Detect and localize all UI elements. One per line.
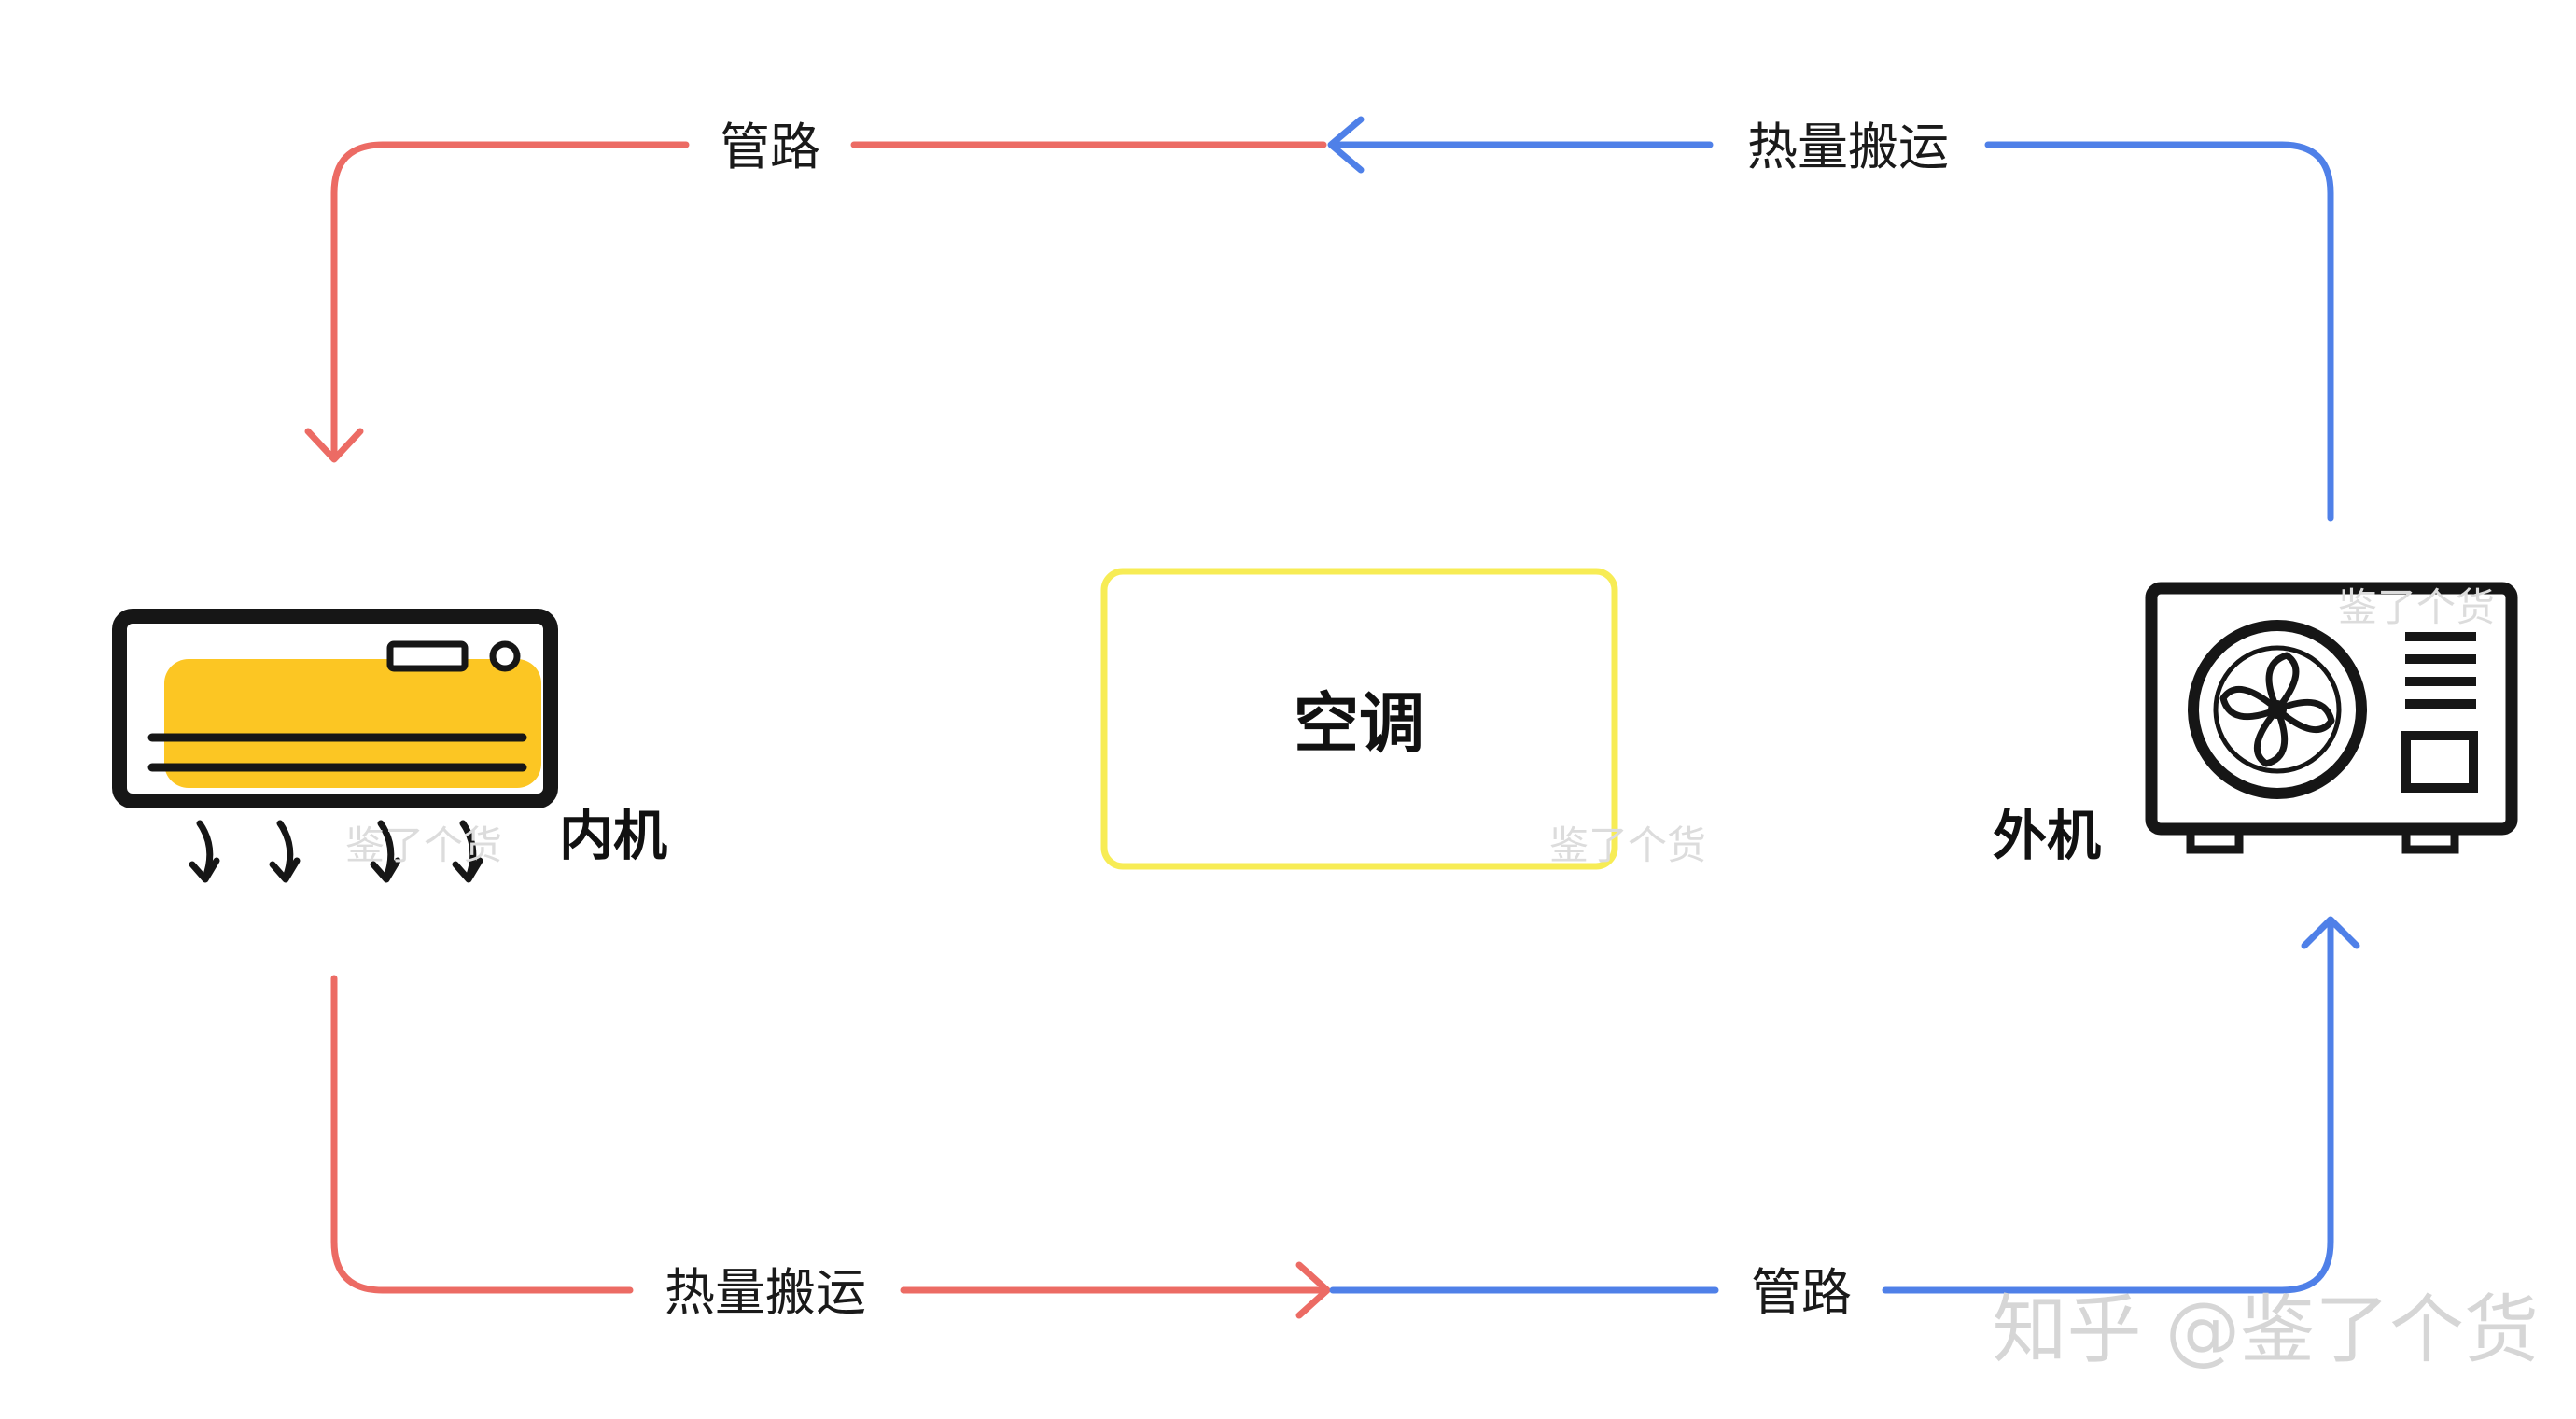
top-left-pipe-line <box>330 141 690 457</box>
top-left-label: 管路 <box>720 118 820 176</box>
center-box <box>1100 568 1618 870</box>
top-left-pipe-arrow <box>304 428 364 463</box>
bottom-right-label: 管路 <box>1751 1263 1852 1322</box>
top-right-pipe-line <box>1984 141 2334 522</box>
stamp-indoor: 鉴了个货 <box>345 822 502 868</box>
stamp-outdoor: 鉴了个货 <box>2338 584 2495 630</box>
stamp-center: 鉴了个货 <box>1549 822 1706 868</box>
center-label: 空调 <box>1294 685 1424 762</box>
bottom-left-label: 热量搬运 <box>665 1263 866 1322</box>
bottom-right-pipe-arrow <box>2301 916 2360 949</box>
outdoor-unit-label: 外机 <box>1993 804 2101 867</box>
bottom-right-pipe-line <box>1882 920 2334 1294</box>
bottom-hot-arrow <box>1295 1261 1331 1319</box>
outdoor-ac-unit-icon <box>2145 582 2518 854</box>
top-right-label: 热量搬运 <box>1747 118 1949 176</box>
indoor-ac-unit-icon <box>112 609 558 883</box>
top-cold-arrow <box>1327 116 1365 174</box>
bottom-left-pipe-line <box>330 975 634 1294</box>
indoor-unit-label: 内机 <box>559 804 667 867</box>
zhihu-watermark: 知乎 @鉴了个货 <box>1993 1286 2539 1373</box>
